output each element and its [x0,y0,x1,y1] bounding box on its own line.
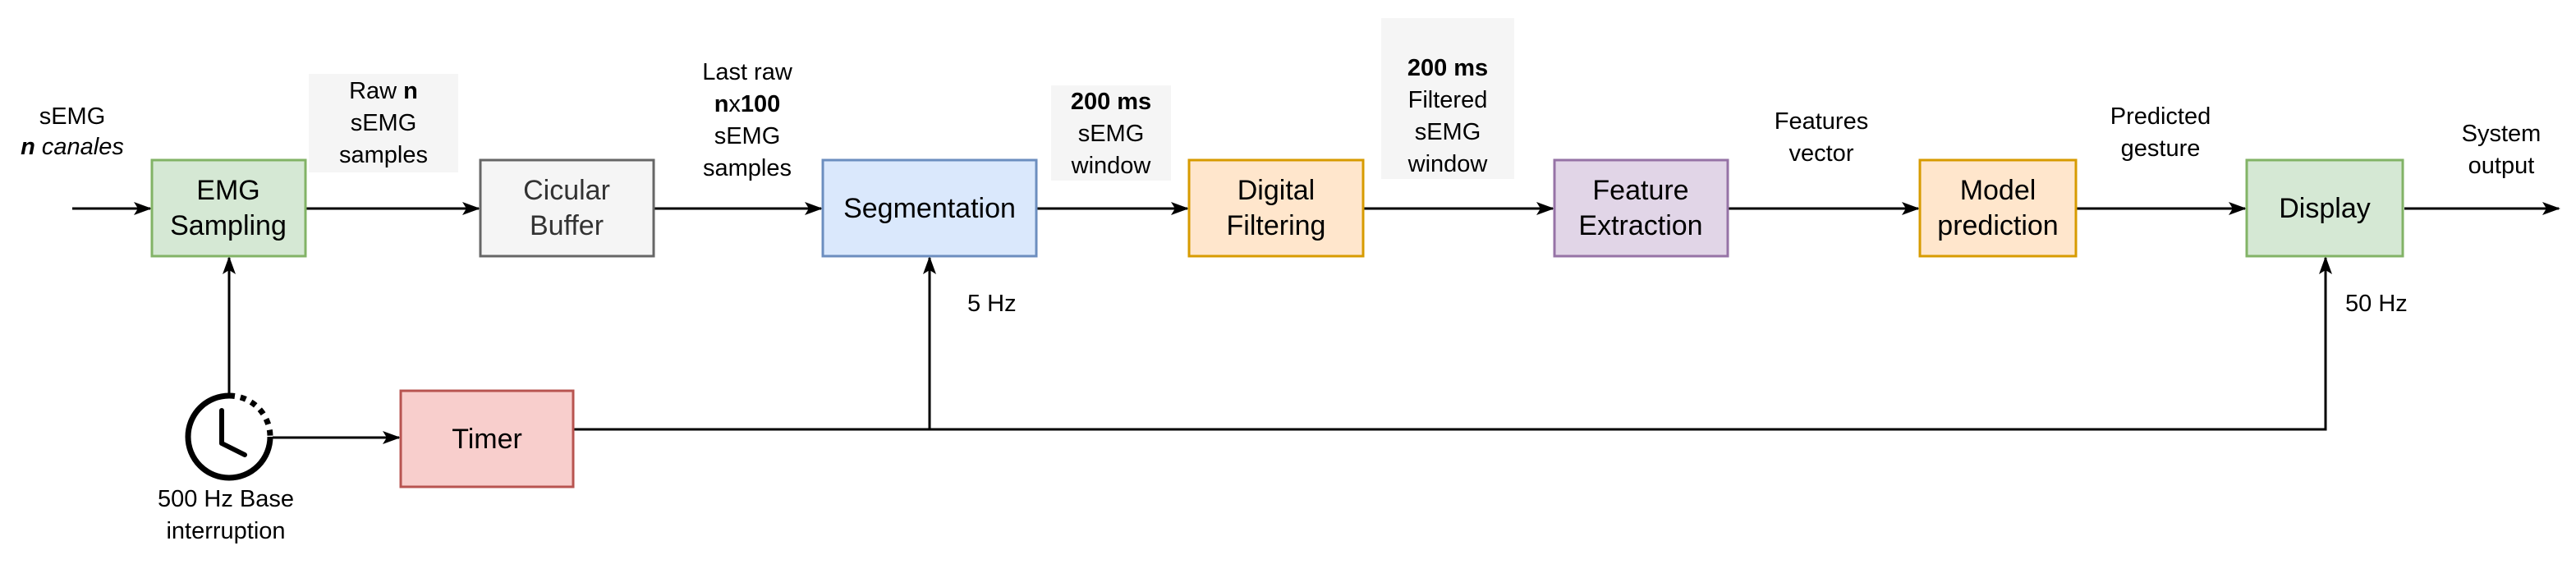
clock-caption: 500 Hz Base interruption [158,486,294,544]
svg-text:nx100: nx100 [714,91,781,117]
svg-text:sEMG: sEMG [714,123,781,149]
display-block: Display [2245,158,2404,258]
svg-text:sEMG: sEMG [39,103,106,130]
svg-text:Filtered: Filtered [1408,87,1488,113]
emg-sampling-block: EMG Sampling [150,158,307,258]
segmentation-rate-label: 5 Hz [967,291,1017,317]
model-prediction-block: Model prediction [1918,158,2078,258]
last-raw-label: Last raw nx100 sEMG samples [702,59,793,181]
svg-text:sEMG: sEMG [1078,121,1145,147]
svg-text:200 ms: 200 ms [1407,55,1488,81]
window-label: 200 ms sEMG window [1071,89,1152,179]
svg-text:Sampling: Sampling [170,210,287,241]
svg-text:samples: samples [339,142,428,168]
svg-text:n canales: n canales [21,134,124,160]
filtered-window-label-bg [1381,18,1514,179]
svg-text:Model: Model [1960,175,2036,206]
svg-text:EMG: EMG [196,175,259,206]
circular-buffer-block: Cicular Buffer [479,158,655,258]
svg-text:Last raw: Last raw [702,59,793,85]
svg-text:Raw n: Raw n [349,78,418,104]
svg-text:Predicted: Predicted [2110,103,2211,130]
timer-bus-line [573,256,2332,431]
svg-text:Features: Features [1775,108,1868,135]
system-output-label: System output [2462,121,2542,179]
predicted-gesture-label: Predicted gesture [2110,103,2211,162]
display-rate-label: 50 Hz [2345,291,2408,317]
svg-text:samples: samples [703,155,792,181]
svg-text:Display: Display [2279,193,2370,224]
timer-block: Timer [399,389,575,488]
svg-text:Timer: Timer [452,424,522,455]
svg-text:Filtering: Filtering [1227,210,1326,241]
svg-text:sEMG: sEMG [1415,119,1481,145]
svg-text:200 ms: 200 ms [1071,89,1151,115]
svg-text:sEMG: sEMG [351,110,417,136]
feature-extraction-block: Feature Extraction [1553,158,1729,258]
clock-icon [185,392,273,481]
svg-text:Feature: Feature [1592,175,1688,206]
svg-text:Extraction: Extraction [1578,210,1702,241]
svg-text:System: System [2462,121,2542,147]
input-label: sEMG n canales [21,103,124,160]
svg-text:Segmentation: Segmentation [843,193,1016,224]
svg-text:window: window [1407,151,1489,177]
window-label-bg [1051,85,1171,181]
raw-samples-label-bg [309,74,458,172]
svg-text:Cicular: Cicular [523,175,610,206]
raw-samples-label: Raw n sEMG samples [339,78,428,168]
svg-text:Buffer: Buffer [530,210,604,241]
features-vector-label: Features vector [1775,108,1868,167]
svg-text:window: window [1071,153,1152,179]
svg-text:prediction: prediction [1937,210,2058,241]
svg-text:500 Hz Base: 500 Hz Base [158,486,294,512]
svg-text:output: output [2468,153,2535,179]
digital-filtering-block: Digital Filtering [1187,158,1365,258]
filtered-window-label: 200 ms Filtered sEMG window [1407,55,1489,177]
segmentation-block: Segmentation [821,158,1038,258]
svg-text:interruption: interruption [166,518,285,544]
svg-text:gesture: gesture [2121,135,2201,162]
svg-text:vector: vector [1789,140,1854,167]
svg-text:Digital: Digital [1237,175,1315,206]
